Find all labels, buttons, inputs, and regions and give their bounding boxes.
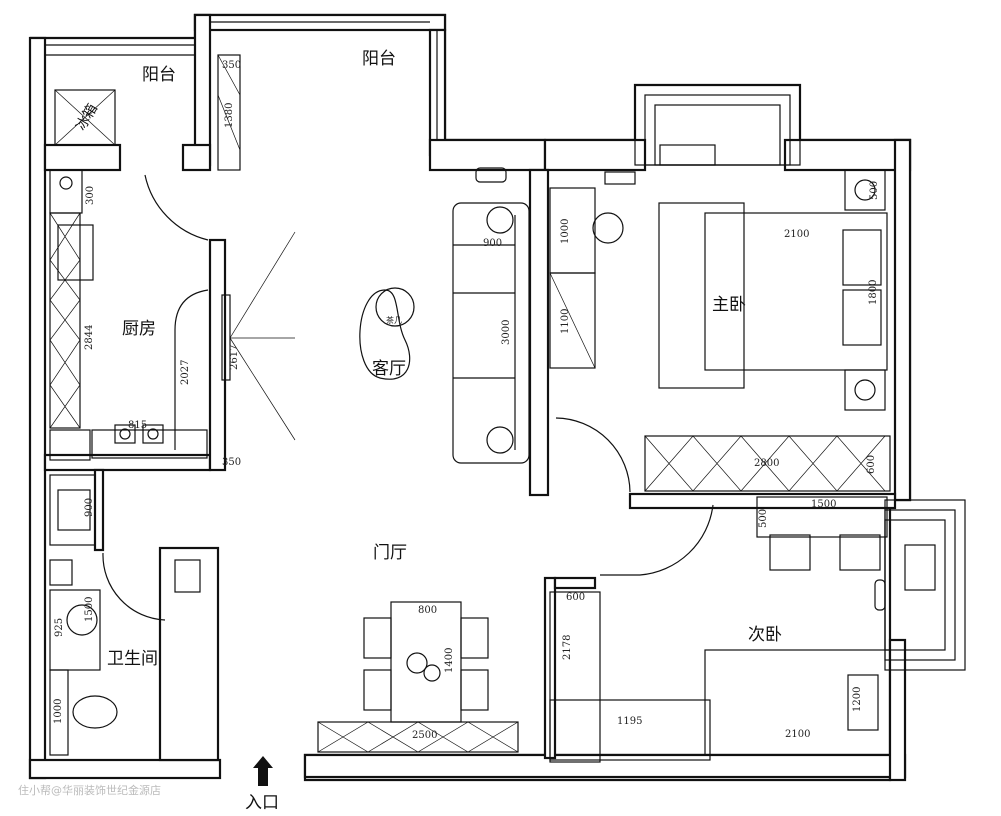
dim-bath-sink: 900 [84,498,95,517]
label-living-room: 客厅 [372,359,406,379]
kitchen-fixtures [49,54,296,461]
dim-balcony-cabinet-length: 1380 [224,103,235,128]
dim-second-bed-width: 1200 [852,687,863,712]
dim-shoe-cabinet: 2500 [412,730,437,741]
dim-desk: 1000 [560,219,571,244]
dim-tv-wall: 2617 [229,345,240,370]
dim-walkin-length: 2178 [562,635,573,660]
dining-fixtures [317,601,519,753]
watermark: 住小帮@华丽装饰世纪金源店 [18,783,161,797]
dim-kitchen-stove: 815 [128,420,147,431]
dim-master-bed-length: 2100 [784,229,809,240]
dim-dining-width: 800 [418,605,437,616]
dim-kitchen-counter: 2844 [84,325,95,350]
entrance-arrow-icon [253,756,273,786]
dim-bath-toilet: 1000 [53,699,64,724]
second-bedroom-fixtures [549,496,936,763]
dim-second-bed-length: 2100 [785,729,810,740]
dim-sofa-length: 3000 [501,320,512,345]
dim-bath-shower: 1500 [84,597,95,622]
dim-desk2-depth: 500 [758,509,769,528]
dim-kitchen-side: 2027 [180,360,191,385]
walls [28,13,966,782]
bathroom-fixtures [49,474,201,756]
dim-master-bed-width: 1800 [868,280,879,305]
dim-desk2-length: 1500 [811,499,836,510]
dim-nightstand: 500 [869,181,880,200]
dim-tv-wall-depth: 350 [222,457,241,468]
dim-master-wardrobe: 2800 [754,458,779,469]
dim-dining-length: 1400 [444,648,455,673]
label-master-bedroom: 主卧 [712,295,746,315]
dim-master-wardrobe-depth: 600 [866,455,877,474]
label-kitchen: 厨房 [122,319,156,339]
master-bedroom-fixtures [549,144,891,493]
living-fixtures [359,167,530,464]
label-foyer: 门厅 [373,543,407,563]
dim-walkin-depth: 600 [566,592,585,603]
label-balcony-left: 阳台 [142,65,176,85]
dim-balcony-cabinet-width: 350 [222,60,241,71]
label-coffee-table: 茶几 [386,315,402,325]
dim-walkin-bottom: 1195 [617,716,642,727]
label-entrance: 入口 [245,793,279,813]
dim-kitchen-small-cabinet: 300 [85,186,96,205]
label-balcony-top: 阳台 [362,49,396,69]
label-bathroom: 卫生间 [107,649,158,669]
dim-sofa-depth: 900 [483,238,502,249]
dim-cabinet: 1100 [560,309,571,334]
dim-bath-shower2: 925 [54,618,65,637]
label-second-bedroom: 次卧 [748,625,782,645]
